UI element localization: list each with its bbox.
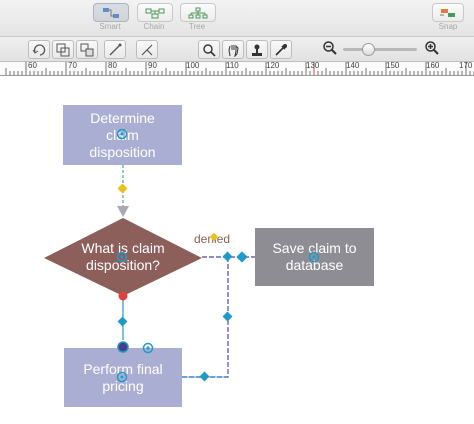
process-node-save[interactable]: Save claim to database [255,228,374,286]
ruler-label: 110 [226,61,239,70]
smart-connector-icon [141,44,153,55]
layout-toolbar: Smart Chain Tree Snap [0,0,474,37]
pan-tool-button[interactable] [222,40,244,59]
zoom-tool-button[interactable] [198,40,220,59]
stamp-icon [252,44,262,56]
ruler-label: 80 [108,61,117,70]
ungroup-tool-button[interactable] [76,40,98,59]
ruler-label: 170 [459,61,473,70]
decision-node-label-box: What is claim disposition? [66,236,180,278]
smart-layout-label: Smart [99,22,121,31]
snap-label: Snap [438,22,458,31]
process-node-label: Determine claim disposition [89,109,156,160]
connector-tool-button[interactable] [104,40,126,59]
ruler-label: 120 [266,61,280,70]
tools-toolbar [0,37,474,62]
ruler-ticks [5,62,474,75]
hand-icon [228,44,239,57]
arrowhead-down [117,206,129,217]
zoom-slider-thumb[interactable] [362,43,375,56]
smart-layout-button[interactable] [93,3,129,22]
rotate-icon [32,43,46,56]
stamp-tool-button[interactable] [246,40,268,59]
snap-button[interactable] [432,3,464,22]
group-icon [56,43,70,56]
process-node-perform[interactable]: Perform final pricing [64,348,182,407]
process-node-label: Save claim to database [272,240,357,273]
decision-node-label: What is claim disposition? [81,240,165,273]
tree-layout-label: Tree [188,22,206,31]
connector-icon [109,43,122,55]
ruler-label: 160 [426,61,440,70]
snap-icon [440,8,455,17]
ungroup-icon [80,43,94,56]
ruler-label: 140 [346,61,360,70]
connector-label-denied: denied [194,232,231,246]
ruler-label: 60 [28,61,37,70]
ruler-label: 70 [68,61,77,70]
smart-layout-icon [103,7,119,18]
chain-layout-icon [145,8,165,18]
smart-connector-tool-button[interactable] [136,40,158,59]
eyedropper-tool-button[interactable] [270,40,292,59]
tree-layout-icon [188,7,208,18]
chain-layout-button[interactable] [137,3,173,22]
zoom-in-icon[interactable] [424,40,440,56]
eyedropper-icon [275,43,287,56]
ruler-label: 90 [148,61,157,70]
ruler-label: 150 [386,61,400,70]
process-node-label: Perform final pricing [83,360,163,394]
horizontal-ruler: 60 70 80 90 100 110 120 130 140 150 160 … [0,61,474,76]
connector-perform-loop[interactable] [182,257,229,378]
zoom-out-icon[interactable] [322,40,338,56]
chain-layout-label: Chain [143,22,165,31]
rotate-tool-button[interactable] [28,40,50,59]
ruler-label: 130 [306,61,320,70]
zoom-slider-track[interactable] [343,48,417,51]
process-node-determine[interactable]: Determine claim disposition [63,105,182,165]
magnifier-icon [203,43,216,57]
tree-layout-button[interactable] [180,3,216,22]
ruler-label: 100 [186,61,200,70]
group-tool-button[interactable] [52,40,74,59]
